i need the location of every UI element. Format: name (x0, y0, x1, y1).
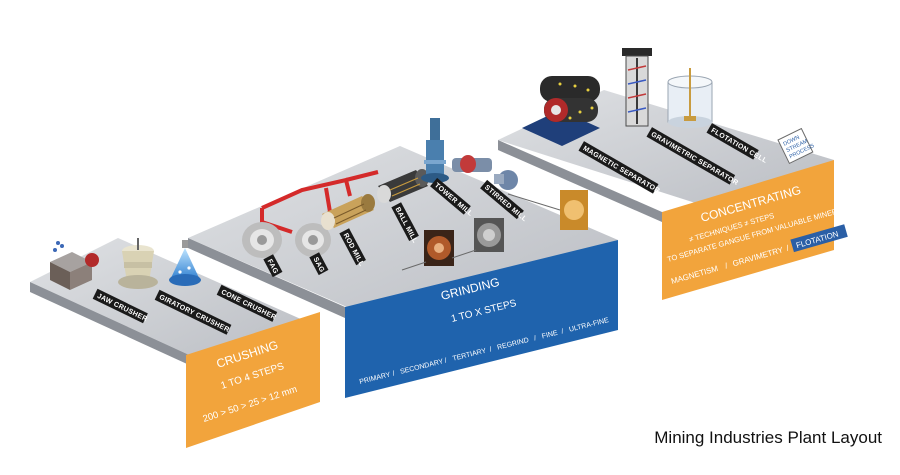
svg-text:/: / (489, 346, 493, 353)
crushing-platform-side (30, 282, 222, 380)
tower-mill-machine (421, 118, 449, 183)
cone-crusher-machine (169, 240, 201, 286)
magnetic-separator-machine (522, 76, 600, 146)
crushing-panel: CRUSHING 1 TO 4 STEPS 200 > 50 > 25 > 12… (186, 312, 320, 448)
svg-text:/: / (444, 357, 448, 364)
grinding-media-image-2 (474, 218, 504, 252)
pointer-lines (401, 193, 561, 271)
flotation-cell-machine (667, 68, 713, 128)
diagram-caption: Mining Industries Plant Layout (654, 428, 882, 447)
svg-text:FINE: FINE (541, 330, 558, 341)
rod-mill-machine (321, 194, 375, 230)
gravimetric-separator-machine (622, 48, 652, 127)
gyratory-crusher-machine (118, 238, 158, 289)
svg-text:/: / (785, 243, 790, 252)
fag-mill-machine (242, 222, 282, 258)
jaw-crusher-machine (50, 241, 99, 290)
svg-text:/: / (533, 335, 537, 342)
svg-text:/: / (392, 370, 396, 377)
downstream-process-sign: DOWN STREAM PROCESS (777, 127, 816, 165)
sag-mill-machine (295, 223, 331, 257)
flotation-highlight (790, 224, 848, 253)
grinding-media-image-1 (424, 230, 454, 266)
ball-mill-machine (377, 169, 429, 203)
grinding-panel: GRINDING 1 TO X STEPS PRIMARY / SECONDAR… (345, 240, 618, 398)
grinding-media-image-3 (560, 190, 588, 230)
svg-text:/: / (561, 328, 565, 335)
stirred-mill-machine (452, 155, 518, 190)
svg-text:/: / (724, 261, 729, 270)
